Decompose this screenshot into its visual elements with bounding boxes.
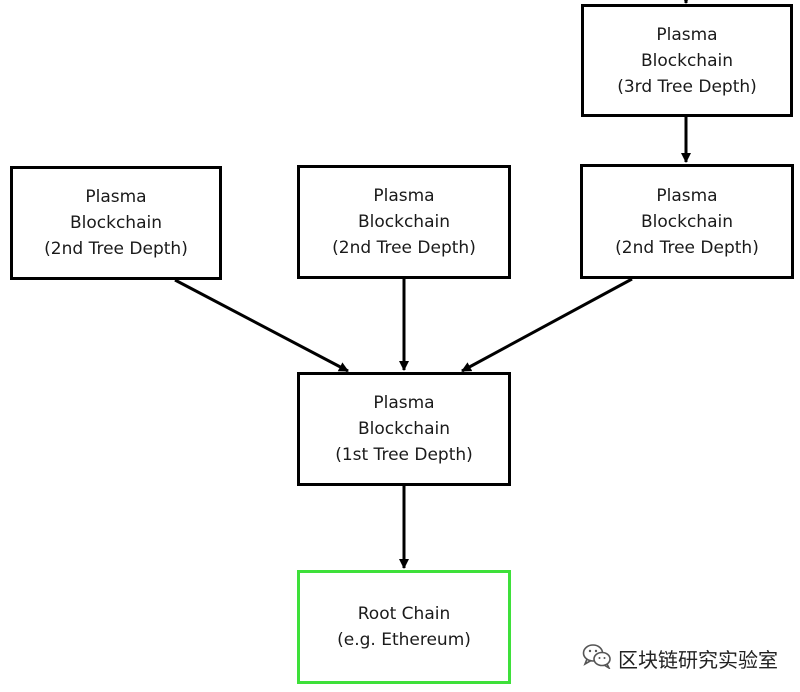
node-plasma-depth1: Plasma Blockchain (1st Tree Depth) [297, 372, 511, 486]
node-label-line2: Blockchain [69, 213, 162, 233]
watermark: 区块链研究实验室 [582, 642, 778, 674]
node-label-line3: (2nd Tree Depth) [332, 238, 476, 258]
node-label-line1: Plasma [656, 185, 718, 206]
node-label-line3: (2nd Tree Depth) [615, 237, 759, 258]
node-label-line2: Blockchain [640, 211, 733, 232]
node-label-line1: Plasma [373, 393, 435, 413]
node-label-line3: (2nd Tree Depth) [44, 239, 188, 259]
node-label-line1: Plasma [656, 24, 718, 45]
watermark-text: 区块链研究实验室 [618, 647, 778, 672]
wechat-icon [582, 643, 612, 673]
node-plasma-depth2-middle: Plasma Blockchain (2nd Tree Depth) [297, 165, 511, 279]
node-label-line2: Blockchain [357, 212, 450, 232]
node-label-line1: Root Chain [357, 604, 451, 624]
node-label-line1: Plasma [373, 186, 435, 206]
node-plasma-depth3: Plasma Blockchain (3rd Tree Depth) [581, 4, 793, 117]
node-label-line2: (e.g. Ethereum) [337, 630, 471, 650]
edge-depth2-left-to-depth1 [174, 278, 349, 373]
node-label-line3: (1st Tree Depth) [335, 445, 473, 465]
node-label-line3: (3rd Tree Depth) [617, 76, 757, 97]
node-label-line2: Blockchain [357, 419, 450, 439]
node-label-line1: Plasma [85, 187, 147, 207]
node-root-chain: Root Chain (e.g. Ethereum) [297, 570, 511, 684]
node-plasma-depth2-right: Plasma Blockchain (2nd Tree Depth) [580, 164, 794, 279]
node-plasma-depth2-left: Plasma Blockchain (2nd Tree Depth) [10, 166, 222, 280]
node-label-line2: Blockchain [640, 50, 733, 71]
edge-depth2-right-to-depth1 [461, 277, 633, 373]
